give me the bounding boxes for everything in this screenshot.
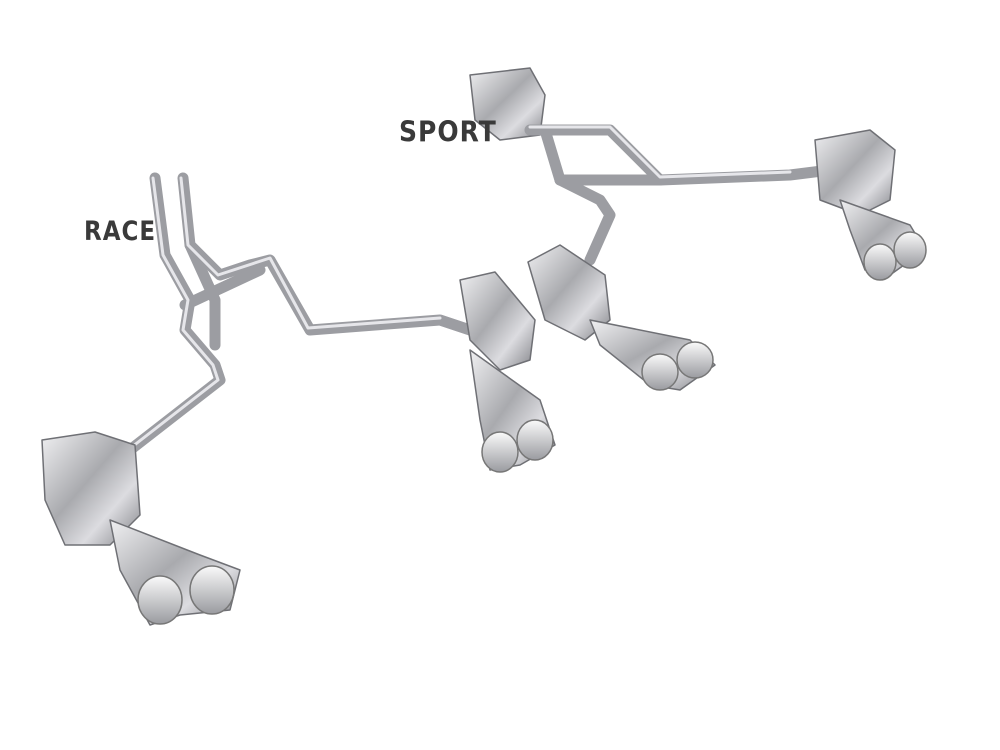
sport-left-muffler [527, 244, 611, 341]
sport-label: SPORT [399, 114, 497, 149]
sport-left-tailpipe-tip [676, 341, 714, 379]
race-left-tailpipe-tip [189, 565, 235, 615]
race-pipe-highlights [126, 176, 442, 452]
sport-left-tailpipe-tip [641, 353, 679, 391]
race-label: RACE [84, 217, 157, 247]
race-left-tailpipe-tip [137, 575, 183, 625]
sport-right-tailpipe-tip [863, 243, 897, 281]
sport-pipe-highlights [528, 125, 792, 179]
race-right-tailpipe-tip [516, 419, 554, 461]
sport-exhaust-system [469, 67, 927, 391]
race-exhaust-system [41, 172, 556, 626]
sport-pipes [524, 124, 836, 266]
race-right-muffler [459, 271, 536, 371]
sport-right-muffler [814, 129, 896, 216]
sport-right-tailpipe-tip [893, 231, 927, 269]
race-right-tailpipe-tip [481, 431, 519, 473]
